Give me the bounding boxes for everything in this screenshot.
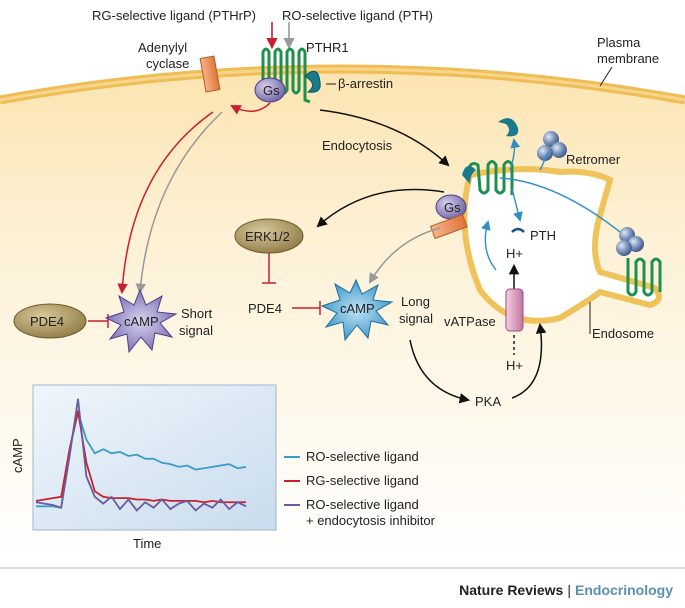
pthr1-label: PTHR1 — [306, 40, 349, 55]
arrestin-released-icon — [498, 118, 519, 137]
chart-lines — [35, 398, 247, 512]
beta-arrestin-label: β-arrestin — [338, 76, 393, 91]
endosome-arrestin-icon — [462, 166, 476, 184]
long-signal-label-2: signal — [399, 311, 433, 326]
ro-ligand-label: RO-selective ligand (PTH) — [282, 8, 433, 23]
chart-series-line-2 — [35, 398, 247, 512]
endosome-cyclase-icon — [429, 213, 468, 240]
recycled-receptor-icon — [626, 257, 662, 297]
pde4-left-label: PDE4 — [30, 314, 64, 329]
plasma-membrane-label: Plasma — [597, 35, 641, 50]
pde4-left-icon — [13, 303, 87, 339]
gs-protein-icon — [254, 77, 286, 103]
vatpase-icon — [505, 288, 524, 332]
credit-separator: | — [567, 582, 571, 598]
plasma-membrane-label-2: membrane — [597, 51, 659, 66]
h-plus-top-label: H+ — [506, 246, 523, 261]
retromer-label: Retromer — [566, 152, 621, 167]
journal-credit: Nature Reviews|Endocrinology — [0, 582, 673, 598]
short-signal-label: Short — [181, 306, 212, 321]
pde4-mid-label: PDE4 — [248, 301, 282, 316]
chart-legend: RO-selective ligand RG-selective ligand … — [284, 449, 436, 528]
pth-label: PTH — [530, 228, 556, 243]
legend-inhibitor-label-2: + endocytosis inhibitor — [306, 513, 436, 528]
adenylyl-cyclase-icon — [199, 55, 221, 93]
endosomal-receptor-icon — [466, 160, 514, 195]
gs-label: Gs — [263, 83, 280, 98]
chart-xlabel: Time — [133, 536, 161, 551]
gs-endosome-label: Gs — [444, 200, 461, 215]
long-signal-label: Long — [401, 294, 430, 309]
short-signal-label-2: signal — [179, 323, 213, 338]
adenylyl-cyclase-label: Adenylyl — [138, 40, 187, 55]
camp-long-label: cAMP — [340, 301, 375, 316]
retromer-endosome-icon — [616, 227, 644, 256]
h-plus-bottom-label: H+ — [506, 358, 523, 373]
camp-short-label: cAMP — [124, 314, 159, 329]
pka-label: PKA — [475, 394, 501, 409]
rg-ligand-label: RG-selective ligand (PTHrP) — [92, 8, 256, 23]
erk-label: ERK1/2 — [245, 229, 290, 244]
camp-long-icon — [320, 278, 394, 342]
publisher-name: Nature Reviews — [459, 582, 564, 598]
legend-rg-label: RG-selective ligand — [306, 473, 419, 488]
adenylyl-cyclase-label-2: cyclase — [146, 56, 189, 71]
vatpase-label: vATPase — [444, 314, 496, 329]
beta-arrestin-icon — [304, 70, 321, 93]
legend-ro-label: RO-selective ligand — [306, 449, 419, 464]
endosome-membrane — [461, 166, 662, 324]
pth-icon — [511, 227, 525, 233]
retromer-icon — [537, 131, 567, 161]
journal-name: Endocrinology — [575, 582, 673, 598]
chart-ylabel: cAMP — [10, 438, 25, 473]
legend-inhibitor-label: RO-selective ligand — [306, 497, 419, 512]
camp-short-icon — [104, 288, 178, 354]
endocytosis-label: Endocytosis — [322, 138, 393, 153]
endosome-label: Endosome — [592, 326, 654, 341]
